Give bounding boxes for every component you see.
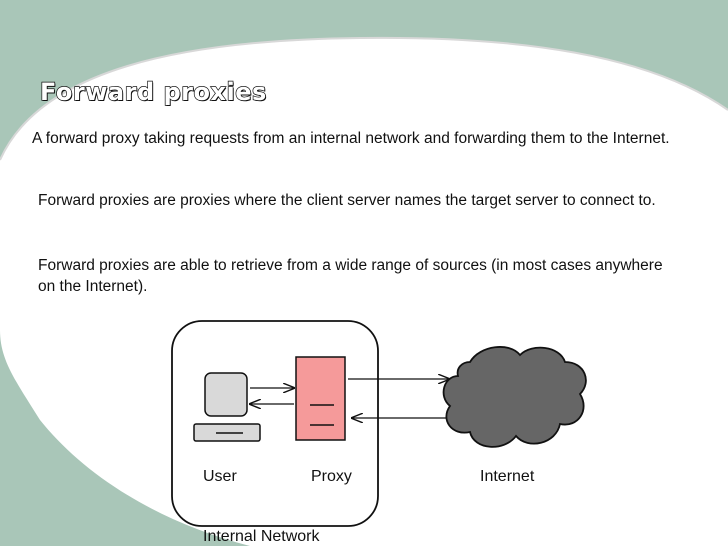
internal-network-label: Internal Network (203, 528, 320, 545)
intro-paragraph: A forward proxy taking requests from an … (32, 130, 670, 147)
monitor-icon (204, 372, 248, 417)
panel-edge-shade (0, 36, 728, 161)
proxy-server-icon (295, 356, 346, 441)
slide-title: Forward proxies (39, 77, 267, 106)
user-computer-icon (193, 372, 261, 442)
definition-paragraph: Forward proxies are proxies where the cl… (38, 192, 656, 209)
internal-network-boundary (171, 320, 379, 527)
internet-cloud-icon (442, 346, 587, 448)
user-label: User (203, 468, 237, 485)
range-paragraph: Forward proxies are able to retrieve fro… (38, 257, 663, 295)
internet-label: Internet (480, 468, 535, 485)
proxy-label: Proxy (311, 468, 352, 485)
